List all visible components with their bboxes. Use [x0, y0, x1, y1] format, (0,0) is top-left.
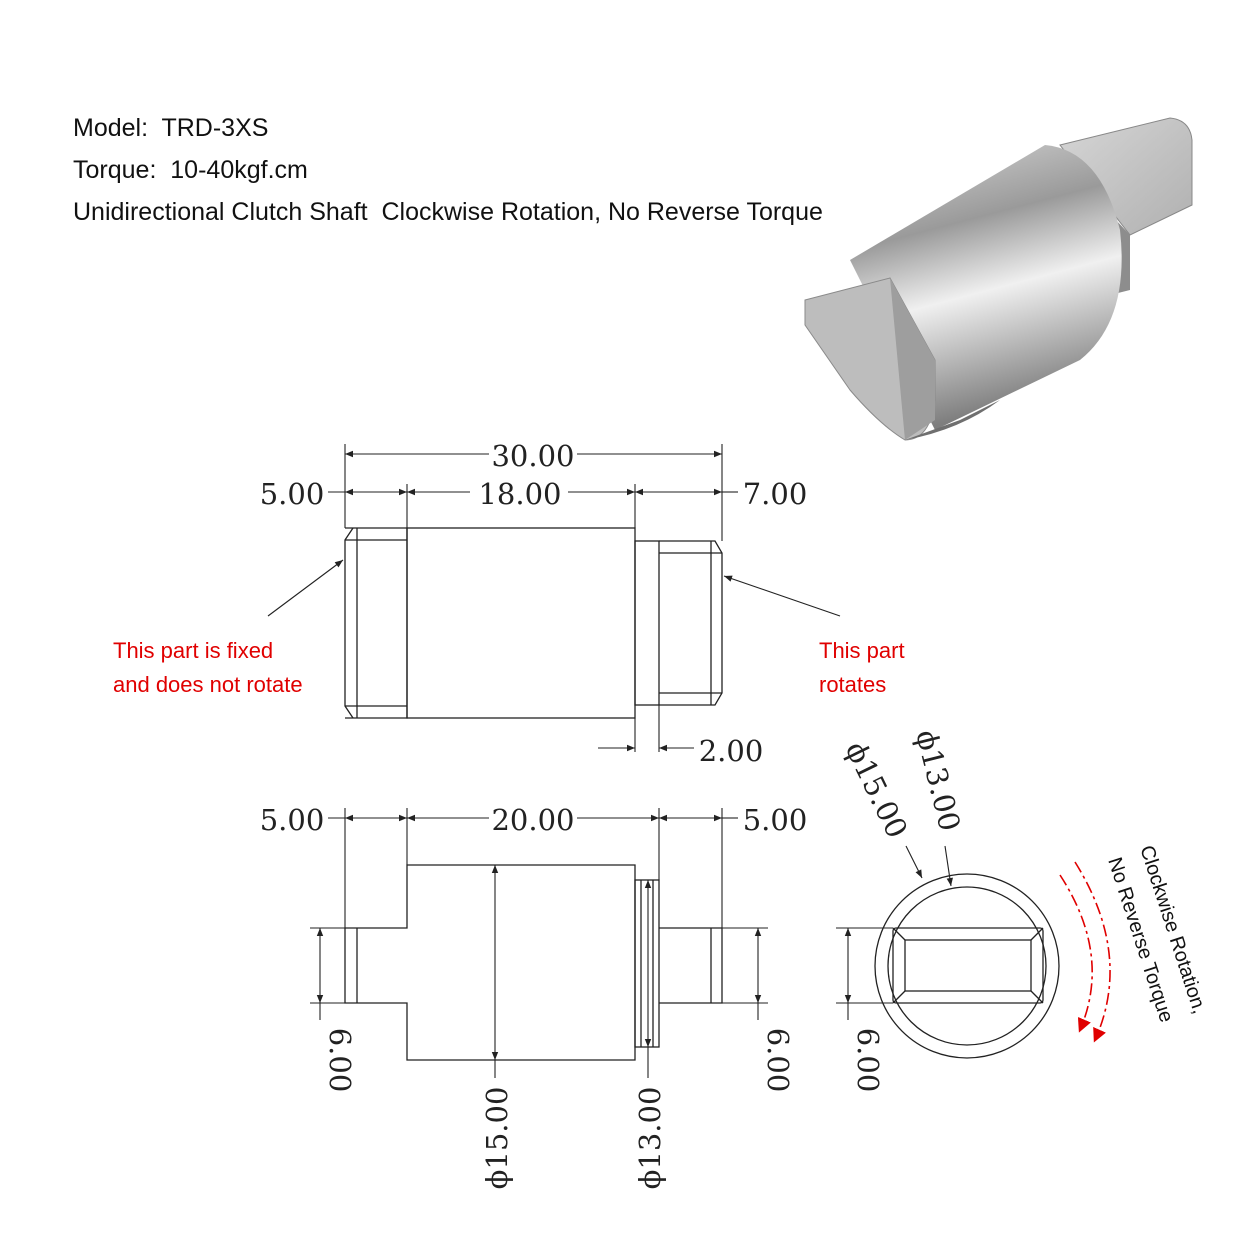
fixed-note-line2: and does not rotate	[113, 672, 303, 697]
collar-diameter-label: ϕ13.00	[633, 1087, 667, 1190]
rotation-arrow-icon	[1059, 861, 1111, 1043]
right-length-label: 7.00	[743, 477, 808, 511]
fixed-note-line1: This part is fixed	[113, 638, 273, 663]
side-right-length-label: 5.00	[743, 803, 808, 837]
end-view-dimensions	[836, 845, 953, 1020]
side-right-flat-label: 6.00	[761, 1028, 795, 1093]
side-view-dimensions	[310, 808, 768, 1078]
torque-label: Torque: 10-40kgf.cm	[73, 156, 308, 184]
end-inner-diameter-label: ϕ13.00	[909, 726, 967, 834]
top-view	[344, 527, 723, 719]
rotates-note-line1: This part	[819, 638, 905, 663]
end-flat-label: 6.00	[851, 1028, 885, 1093]
side-body-length-label: 20.00	[491, 803, 574, 837]
left-length-label: 5.00	[260, 477, 325, 511]
gap-label: 2.00	[699, 734, 764, 768]
rotates-note-line2: rotates	[819, 672, 886, 697]
side-left-flat-label: 6.00	[323, 1028, 357, 1093]
body-length-label: 18.00	[478, 477, 561, 511]
product-photo	[804, 117, 1193, 441]
side-left-length-label: 5.00	[260, 803, 325, 837]
description-label: Unidirectional Clutch Shaft Clockwise Ro…	[73, 198, 823, 226]
side-view	[344, 864, 723, 1061]
model-label: Model: TRD-3XS	[73, 114, 269, 142]
body-diameter-label: ϕ15.00	[480, 1087, 514, 1190]
end-view	[874, 873, 1060, 1059]
end-outer-diameter-label: ϕ15.00	[839, 736, 915, 843]
total-length-label: 30.00	[491, 439, 574, 473]
